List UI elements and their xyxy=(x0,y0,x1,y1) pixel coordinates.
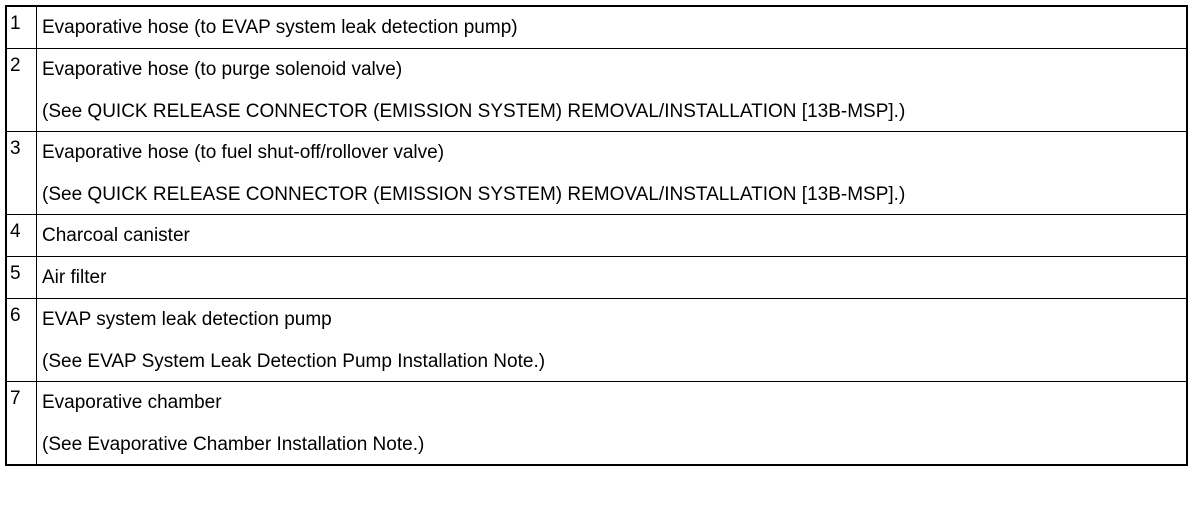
table-row: 5 Air filter xyxy=(5,256,1188,299)
part-number: 2 xyxy=(10,55,21,76)
part-note: (See QUICK RELEASE CONNECTOR (EMISSION S… xyxy=(42,184,906,205)
part-number-cell: 3 xyxy=(5,131,37,215)
part-name: Air filter xyxy=(42,267,107,288)
part-description-cell: Evaporative chamber (See Evaporative Cha… xyxy=(36,381,1188,466)
table-row: 2 Evaporative hose (to purge solenoid va… xyxy=(5,48,1188,132)
part-note: (See Evaporative Chamber Installation No… xyxy=(42,434,425,455)
part-name: EVAP system leak detection pump xyxy=(42,309,332,330)
part-note: (See EVAP System Leak Detection Pump Ins… xyxy=(42,351,546,372)
part-name: Evaporative chamber xyxy=(42,392,222,413)
table-row: 1 Evaporative hose (to EVAP system leak … xyxy=(5,5,1188,49)
part-description-cell: Evaporative hose (to fuel shut-off/rollo… xyxy=(36,131,1188,215)
part-number: 6 xyxy=(10,305,21,326)
part-number-cell: 4 xyxy=(5,214,37,257)
part-description-cell: EVAP system leak detection pump (See EVA… xyxy=(36,298,1188,382)
part-name: Charcoal canister xyxy=(42,225,190,246)
table-row: 4 Charcoal canister xyxy=(5,214,1188,257)
part-number-cell: 5 xyxy=(5,256,37,299)
table-row: 6 EVAP system leak detection pump (See E… xyxy=(5,298,1188,382)
part-description-cell: Air filter xyxy=(36,256,1188,299)
part-name: Evaporative hose (to EVAP system leak de… xyxy=(42,17,518,38)
part-number: 4 xyxy=(10,221,21,242)
part-number: 1 xyxy=(10,13,21,34)
part-number: 5 xyxy=(10,263,21,284)
part-number-cell: 6 xyxy=(5,298,37,382)
part-number-cell: 2 xyxy=(5,48,37,132)
part-number-cell: 7 xyxy=(5,381,37,466)
table-row: 3 Evaporative hose (to fuel shut-off/rol… xyxy=(5,131,1188,215)
part-number: 3 xyxy=(10,138,21,159)
table-row: 7 Evaporative chamber (See Evaporative C… xyxy=(5,381,1188,466)
part-name: Evaporative hose (to purge solenoid valv… xyxy=(42,59,403,80)
part-number-cell: 1 xyxy=(5,5,37,49)
part-number: 7 xyxy=(10,388,21,409)
part-note: (See QUICK RELEASE CONNECTOR (EMISSION S… xyxy=(42,101,906,122)
part-description-cell: Charcoal canister xyxy=(36,214,1188,257)
part-description-cell: Evaporative hose (to purge solenoid valv… xyxy=(36,48,1188,132)
part-description-cell: Evaporative hose (to EVAP system leak de… xyxy=(36,5,1188,49)
parts-table: 1 Evaporative hose (to EVAP system leak … xyxy=(5,5,1188,466)
part-name: Evaporative hose (to fuel shut-off/rollo… xyxy=(42,142,445,163)
